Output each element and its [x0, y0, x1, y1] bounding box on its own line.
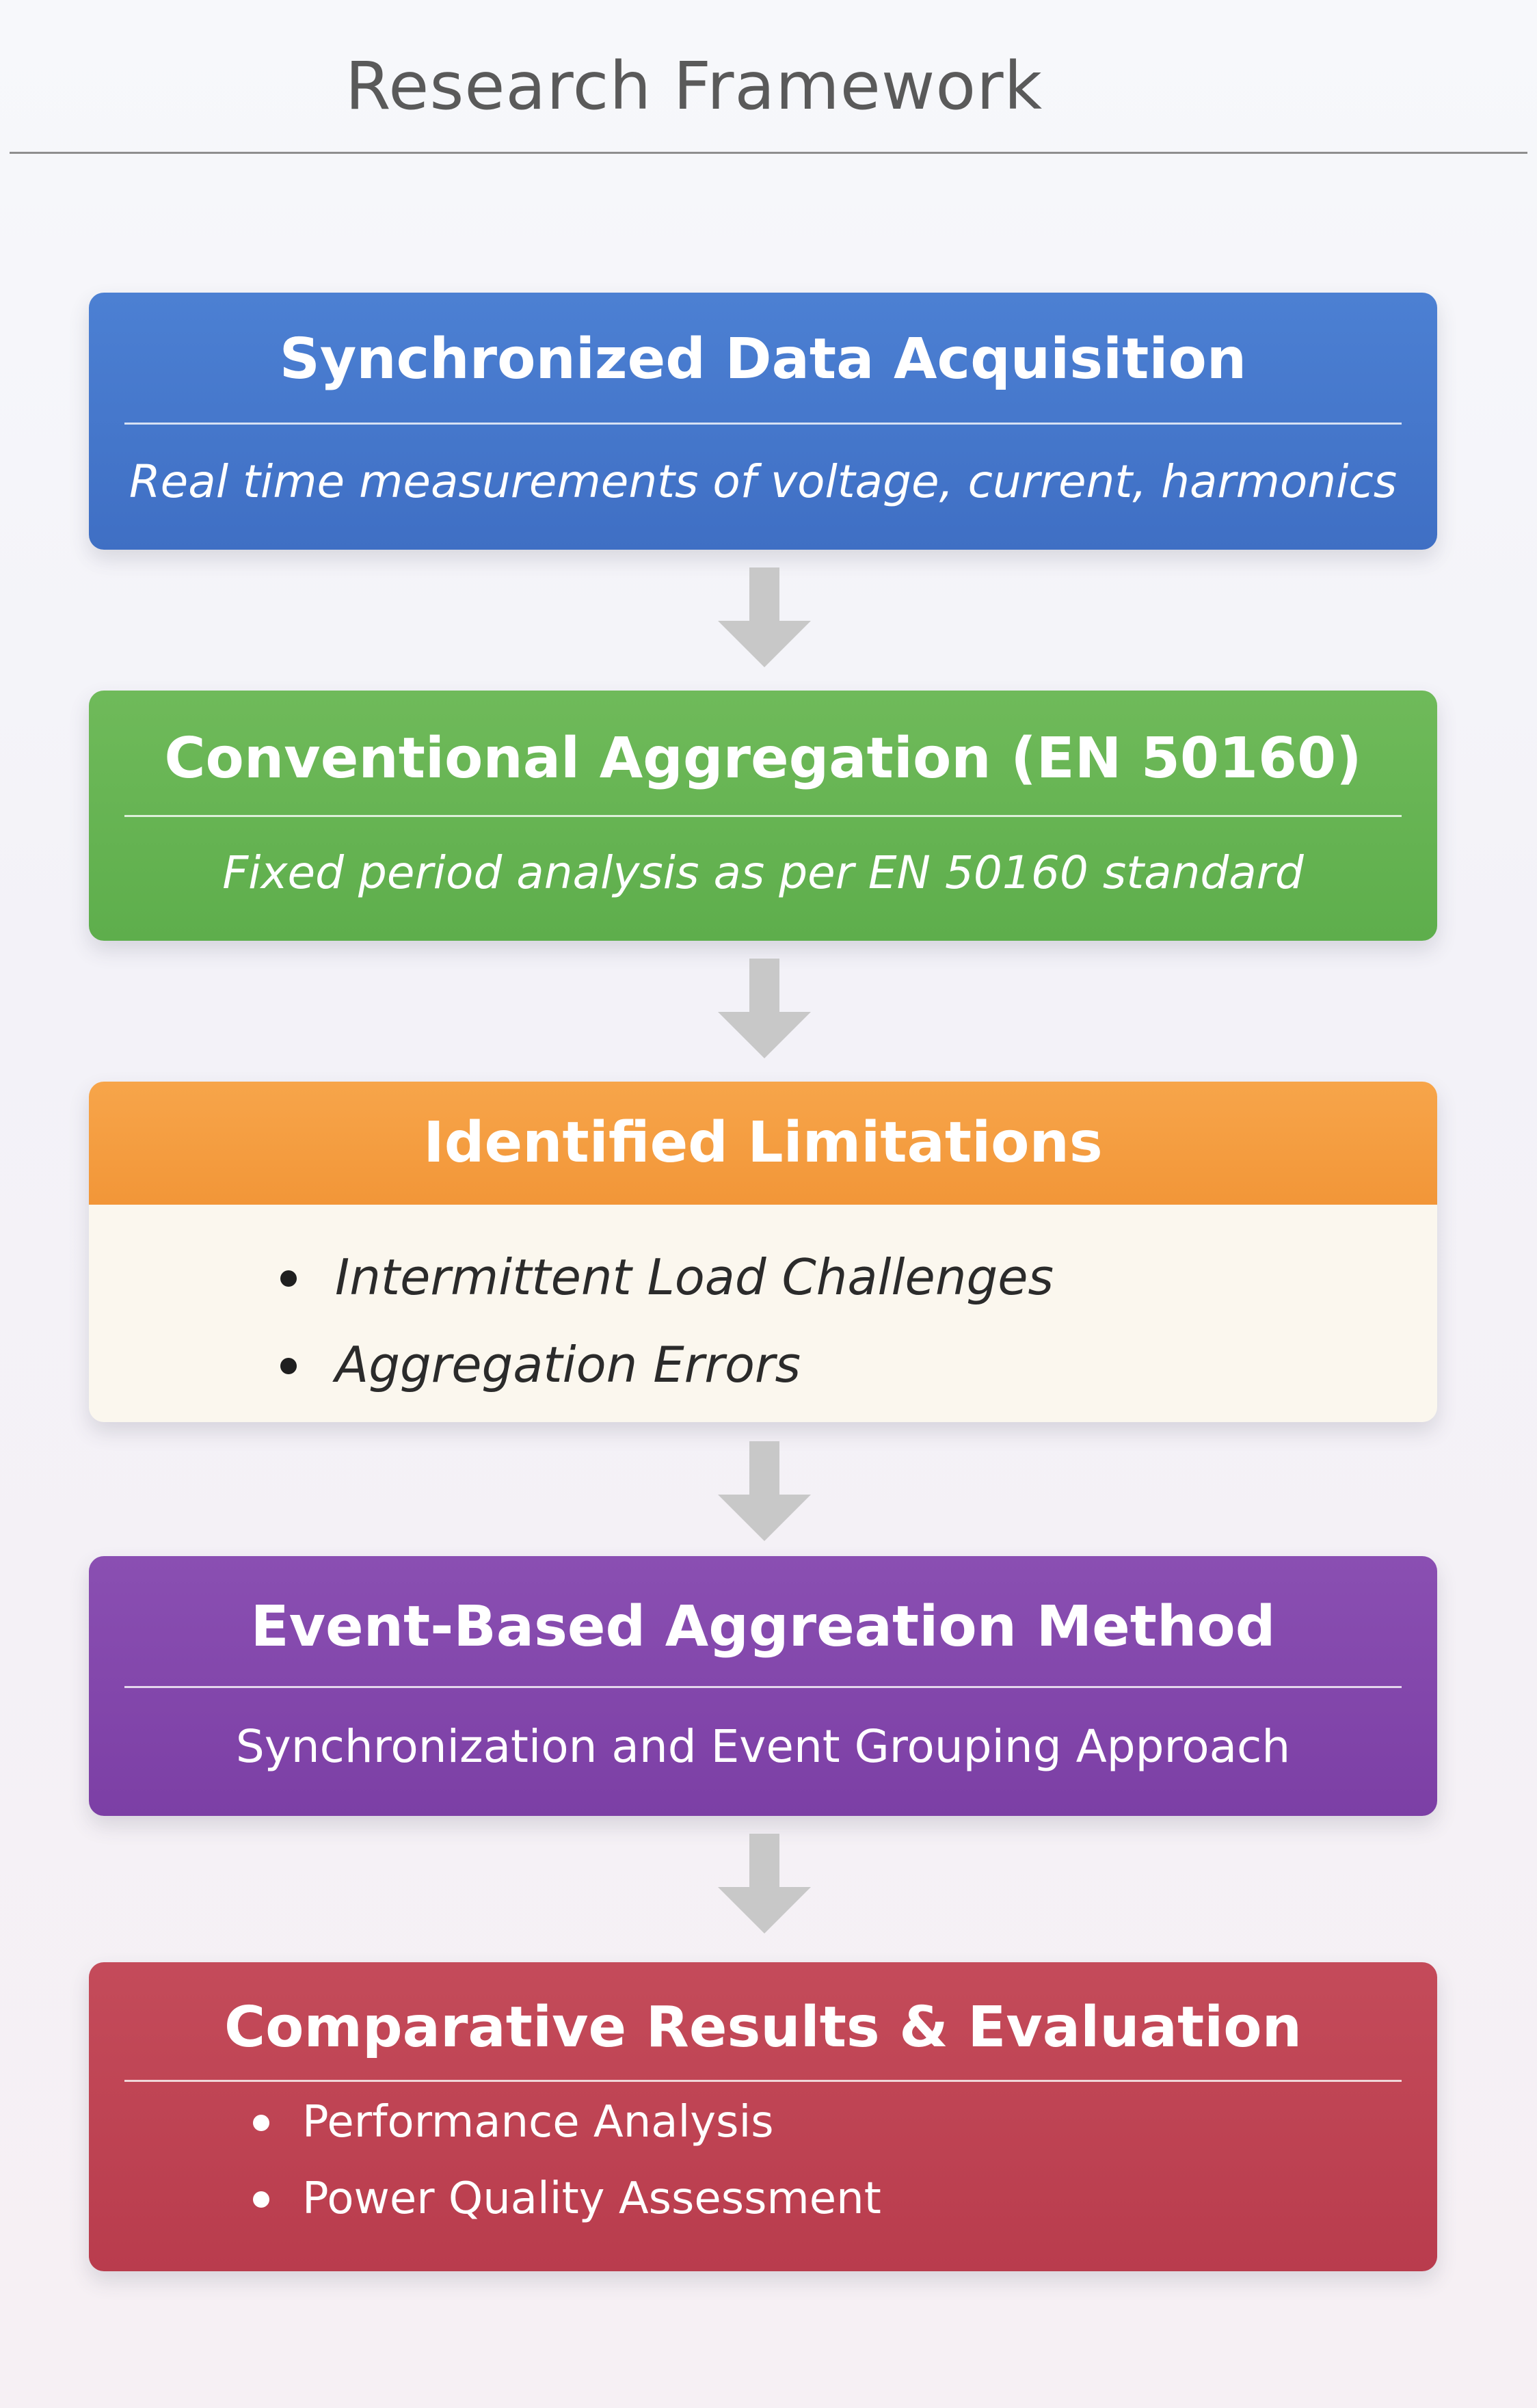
list-item: Performance Analysis [253, 2084, 881, 2160]
results-list: Performance Analysis Power Quality Asses… [253, 2084, 881, 2237]
arrow-down-icon [718, 567, 811, 667]
step-event-based-aggregation: Event-Based Aggreation Method Synchroniz… [89, 1556, 1437, 1816]
arrow-down-icon [718, 1441, 811, 1541]
bullet-icon [253, 2191, 269, 2208]
arrow-down-icon [718, 959, 811, 1058]
list-item: Aggregation Errors [280, 1321, 1054, 1408]
bullet-icon [280, 1270, 297, 1287]
step-subtitle: Real time measurements of voltage, curre… [129, 455, 1398, 508]
step-subtitle: Synchronization and Event Grouping Appro… [235, 1720, 1291, 1773]
step-title: Identified Limitations [423, 1110, 1103, 1175]
limitations-list: Intermittent Load Challenges Aggregation… [280, 1233, 1054, 1408]
step-divider [124, 2080, 1402, 2082]
list-item: Intermittent Load Challenges [280, 1233, 1054, 1321]
step-comparative-results: Comparative Results & Evaluation Perform… [89, 1962, 1437, 2271]
step-subtitle: Fixed period analysis as per EN 50160 st… [222, 846, 1304, 899]
title-divider [10, 152, 1527, 154]
list-item: Power Quality Assessment [253, 2160, 881, 2237]
page-title: Research Framework [345, 48, 1043, 124]
step-identified-limitations: Identified Limitations Intermittent Load… [89, 1082, 1437, 1422]
step-header [89, 1082, 1437, 1205]
step-divider [124, 423, 1402, 425]
step-title: Event-Based Aggreation Method [250, 1594, 1276, 1659]
arrow-down-icon [718, 1834, 811, 1934]
bullet-icon [253, 2115, 269, 2131]
step-title: Conventional Aggregation (EN 50160) [164, 726, 1362, 791]
step-conventional-aggregation: Conventional Aggregation (EN 50160) Fixe… [89, 691, 1437, 941]
step-synchronized-data-acquisition: Synchronized Data Acquisition Real time … [89, 293, 1437, 550]
step-title: Comparative Results & Evaluation [224, 1995, 1302, 2060]
step-title: Synchronized Data Acquisition [279, 327, 1247, 392]
bullet-icon [280, 1358, 297, 1374]
step-divider [124, 815, 1402, 817]
step-divider [124, 1686, 1402, 1688]
